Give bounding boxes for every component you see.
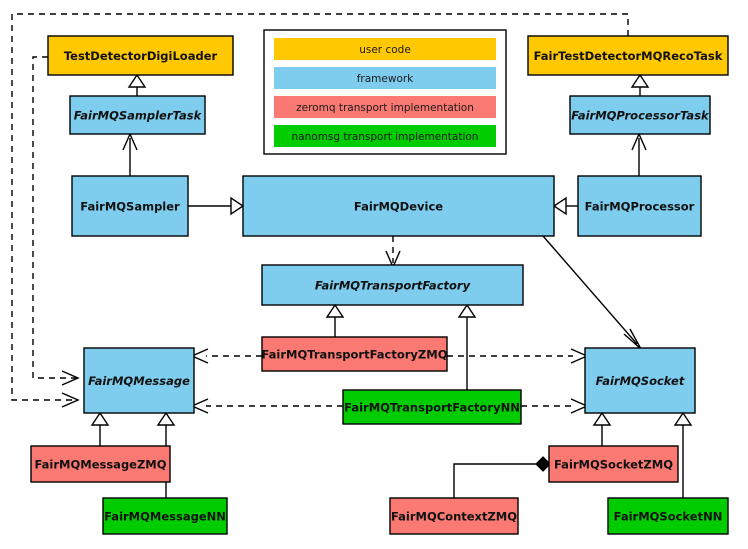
arrowhead-processor-to-device bbox=[552, 196, 567, 216]
class-node-box-FairTestDetectorMQRecoTask[interactable] bbox=[527, 35, 729, 76]
class-node-label-FairMQTransportFactoryNN: FairMQTransportFactoryNN bbox=[344, 401, 520, 415]
arrowhead-sampler-to-device bbox=[230, 196, 245, 216]
class-node-FairMQSampler[interactable]: FairMQSampler bbox=[71, 175, 189, 237]
class-node-label-TestDetectorDigiLoader: TestDetectorDigiLoader bbox=[64, 49, 218, 63]
legend-item-user_code: user code bbox=[274, 38, 496, 60]
legend-label-user_code: user code bbox=[359, 44, 411, 56]
class-node-FairMQMessageZMQ[interactable]: FairMQMessageZMQ bbox=[30, 445, 171, 483]
class-node-TestDetectorDigiLoader[interactable]: TestDetectorDigiLoader bbox=[47, 35, 234, 76]
legend-swatch-zeromq bbox=[274, 96, 496, 118]
class-node-box-FairMQContextZMQ[interactable] bbox=[389, 497, 519, 535]
class-node-box-FairMQMessage[interactable] bbox=[83, 347, 195, 414]
class-node-FairMQProcessor[interactable]: FairMQProcessor bbox=[577, 175, 702, 237]
class-node-box-FairMQMessageNN[interactable] bbox=[102, 497, 228, 535]
class-node-FairMQTransportFactoryNN[interactable]: FairMQTransportFactoryNN bbox=[342, 389, 522, 425]
legend-swatch-framework bbox=[274, 67, 496, 89]
class-node-box-FairMQSamplerTask[interactable] bbox=[69, 95, 206, 135]
arrowhead-messagenn-to-message bbox=[156, 411, 176, 426]
class-node-box-FairMQDevice[interactable] bbox=[242, 175, 555, 237]
legend-label-zeromq: zeromq transport implementation bbox=[296, 102, 474, 114]
legend-swatch-nanomsg bbox=[274, 125, 496, 147]
class-node-box-FairMQSocketZMQ[interactable] bbox=[548, 445, 679, 483]
class-node-box-FairMQSocketNN[interactable] bbox=[607, 497, 729, 535]
arrowhead-factorynn-to-factory bbox=[457, 303, 477, 318]
edge-contextzmq-to-socketzmq bbox=[453, 463, 536, 498]
diamond-contextzmq-to-socketzmq bbox=[535, 456, 551, 472]
class-node-label-FairMQSampler: FairMQSampler bbox=[80, 200, 180, 214]
class-node-box-FairMQTransportFactoryNN[interactable] bbox=[342, 389, 522, 425]
edge-group-user-dependencies bbox=[11, 13, 629, 408]
class-node-FairMQProcessorTask[interactable]: FairMQProcessorTask bbox=[569, 95, 711, 135]
class-node-label-FairMQSocket: FairMQSocket bbox=[596, 374, 685, 388]
arrowhead-factoryzmq-to-factory bbox=[325, 303, 345, 318]
class-node-label-FairMQSocketZMQ: FairMQSocketZMQ bbox=[554, 458, 673, 472]
class-node-FairTestDetectorMQRecoTask[interactable]: FairTestDetectorMQRecoTask bbox=[527, 35, 729, 76]
legend-item-framework: framework bbox=[274, 67, 496, 89]
class-node-box-FairMQTransportFactory[interactable] bbox=[261, 264, 524, 306]
legend-label-framework: framework bbox=[357, 73, 414, 85]
class-node-label-FairMQSamplerTask: FairMQSamplerTask bbox=[74, 109, 203, 123]
class-node-label-FairMQMessageNN: FairMQMessageNN bbox=[104, 510, 226, 524]
legend-label-nanomsg: nanomsg transport implementation bbox=[292, 131, 479, 143]
class-node-label-FairMQProcessor: FairMQProcessor bbox=[585, 200, 695, 214]
class-node-label-FairMQTransportFactoryZMQ: FairMQTransportFactoryZMQ bbox=[261, 348, 447, 362]
class-node-label-FairMQMessageZMQ: FairMQMessageZMQ bbox=[34, 458, 166, 472]
class-node-FairMQMessageNN[interactable]: FairMQMessageNN bbox=[102, 497, 228, 535]
arrowhead-digiloader-to-message bbox=[61, 370, 80, 386]
class-node-label-FairTestDetectorMQRecoTask: FairTestDetectorMQRecoTask bbox=[534, 49, 723, 63]
class-node-label-FairMQTransportFactory: FairMQTransportFactory bbox=[315, 279, 471, 293]
class-node-FairMQSocketZMQ[interactable]: FairMQSocketZMQ bbox=[548, 445, 679, 483]
class-node-label-FairMQDevice: FairMQDevice bbox=[354, 200, 443, 214]
class-node-FairMQSocketNN[interactable]: FairMQSocketNN bbox=[607, 497, 729, 535]
class-node-label-FairMQProcessorTask: FairMQProcessorTask bbox=[571, 109, 710, 123]
node-layer: TestDetectorDigiLoader FairTestDetectorMQ… bbox=[30, 35, 729, 535]
legend-item-zeromq: zeromq transport implementation bbox=[274, 96, 496, 118]
class-node-label-FairMQContextZMQ: FairMQContextZMQ bbox=[391, 510, 517, 524]
arrowhead-messagezmq-to-message bbox=[90, 411, 110, 426]
class-node-label-FairMQMessage: FairMQMessage bbox=[88, 374, 190, 388]
class-node-box-FairMQMessageZMQ[interactable] bbox=[30, 445, 171, 483]
arrowhead-socketzmq-to-socket bbox=[592, 411, 612, 426]
class-node-box-FairMQProcessor[interactable] bbox=[577, 175, 702, 237]
class-node-box-FairMQProcessorTask[interactable] bbox=[569, 95, 711, 135]
class-node-FairMQDevice[interactable]: FairMQDevice bbox=[242, 175, 555, 237]
edge-recotask-to-message bbox=[11, 13, 629, 401]
class-node-FairMQTransportFactoryZMQ[interactable]: FairMQTransportFactoryZMQ bbox=[261, 336, 448, 372]
arrowhead-socketnn-to-socket bbox=[673, 411, 693, 426]
legend-swatch-user_code bbox=[274, 38, 496, 60]
class-node-box-FairMQTransportFactoryZMQ[interactable] bbox=[261, 336, 448, 372]
class-node-FairMQTransportFactory[interactable]: FairMQTransportFactory bbox=[261, 264, 524, 306]
class-node-FairMQSamplerTask[interactable]: FairMQSamplerTask bbox=[69, 95, 206, 135]
class-node-box-FairMQSampler[interactable] bbox=[71, 175, 189, 237]
legend-item-nanomsg: nanomsg transport implementation bbox=[274, 125, 496, 147]
class-node-label-FairMQSocketNN: FairMQSocketNN bbox=[614, 510, 723, 524]
edge-digiloader-to-message bbox=[32, 56, 76, 379]
arrowhead-processortask-to-recotask bbox=[630, 73, 650, 88]
class-node-FairMQSocket[interactable]: FairMQSocket bbox=[584, 347, 696, 414]
class-node-box-TestDetectorDigiLoader[interactable] bbox=[47, 35, 234, 76]
edge-device-to-socket bbox=[542, 235, 638, 345]
arrowhead-samplertask-to-digiloader bbox=[127, 73, 147, 88]
class-node-FairMQMessage[interactable]: FairMQMessage bbox=[83, 347, 195, 414]
arrowhead-recotask-to-message bbox=[61, 392, 80, 408]
class-node-box-FairMQSocket[interactable] bbox=[584, 347, 696, 414]
class-node-FairMQContextZMQ[interactable]: FairMQContextZMQ bbox=[389, 497, 519, 535]
legend: user code framework zeromq transport imple… bbox=[263, 29, 507, 155]
